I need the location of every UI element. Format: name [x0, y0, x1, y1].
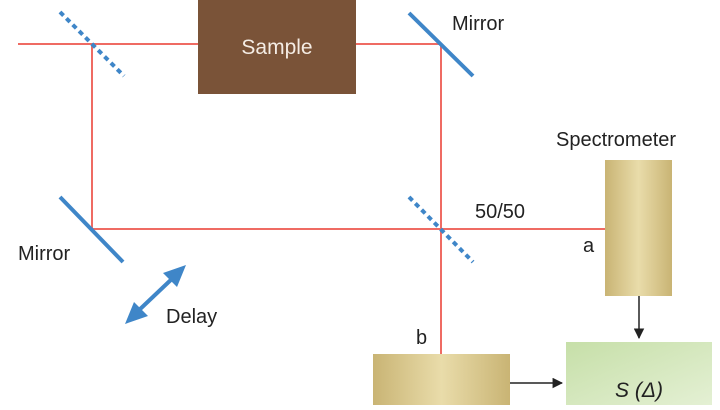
double-headed-arrow-icon [125, 265, 186, 324]
signal-arrows [510, 296, 645, 389]
delay-label: Delay [166, 306, 217, 328]
beamsplitter-center [407, 195, 475, 264]
beam-paths [18, 43, 605, 354]
splitter-ratio-label: 50/50 [475, 201, 525, 223]
detector-b [373, 354, 510, 405]
labels: Mirror Mirror Spectrometer 50/50 a b Del… [18, 13, 676, 349]
beamsplitter-top-left [58, 10, 126, 78]
port-b-label: b [416, 327, 427, 349]
signal-box: S (Δ) [566, 342, 712, 405]
spectrometer-label: Spectrometer [556, 129, 676, 151]
sample-box [198, 0, 356, 94]
sample-label: Sample [241, 36, 312, 59]
signal-label: S (Δ) [615, 379, 663, 402]
spectrometer-detector [605, 160, 672, 296]
port-a-label: a [583, 235, 595, 257]
signal-box-bg [566, 342, 712, 405]
sample: Sample [198, 0, 356, 94]
mirror-top-right [407, 11, 475, 78]
mirror-bottom-left [58, 195, 125, 264]
mirror-left-label: Mirror [18, 243, 71, 265]
optics [58, 10, 475, 264]
mirror-top-label: Mirror [452, 13, 505, 35]
